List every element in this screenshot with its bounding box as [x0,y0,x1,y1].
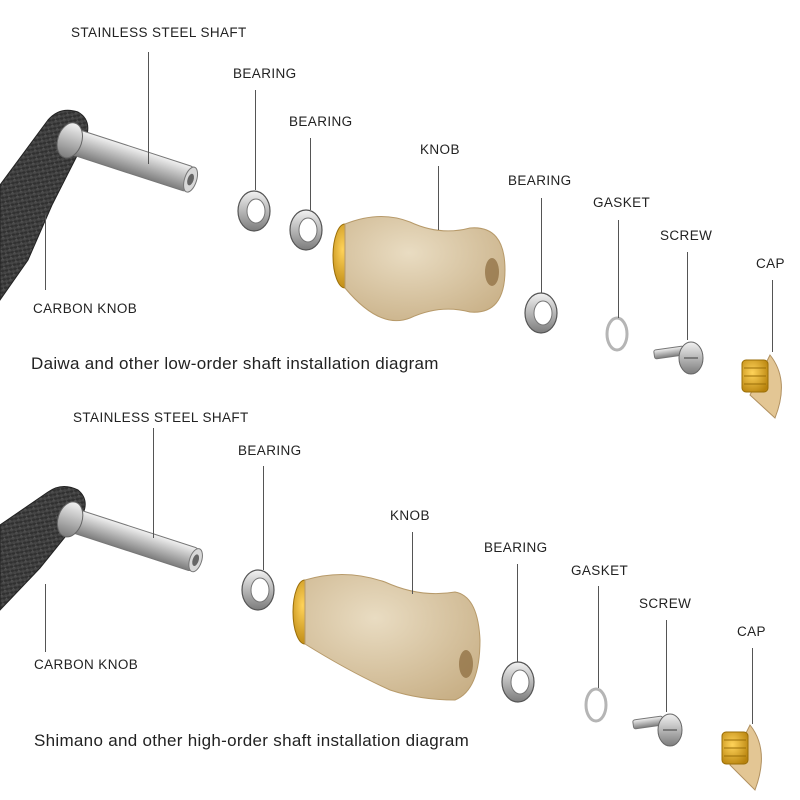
label-knob-top: KNOB [420,142,460,157]
leader-line-cap-top [772,280,773,352]
leader-line-bearing1-top [255,90,256,190]
label-cap-bottom: CAP [737,624,766,639]
bearing-1-top [237,190,271,232]
steel-shaft-top [56,122,199,193]
label-screw-bottom: SCREW [639,596,692,611]
leader-line-carbon-top [45,215,46,290]
bottom-assembly [0,486,762,791]
steel-shaft-bottom [56,501,203,573]
leader-line-shaft-bottom [153,428,154,538]
cap-bottom [721,724,762,791]
leader-line-knob-top [438,166,439,230]
leader-line-carbon-bottom [45,584,46,652]
leader-line-screw-bottom [666,620,667,712]
leader-line-shaft-top [148,52,149,164]
screw-top [653,341,704,375]
cork-knob-bottom [292,574,481,701]
leader-line-screw-top [687,252,688,340]
leader-line-bearing1-bottom [263,466,264,570]
leader-line-knob-bottom [412,532,413,594]
cork-knob-top [332,215,506,322]
label-bearing-1-top: BEARING [233,66,297,81]
label-knob-bottom: KNOB [390,508,430,523]
label-gasket-top: GASKET [593,195,651,210]
label-bearing-2-top: BEARING [289,114,353,129]
label-stainless-steel-shaft-bottom: STAINLESS STEEL SHAFT [73,410,249,425]
leader-line-bearing3-bottom [517,564,518,662]
screw-bottom [632,713,683,747]
gasket-bottom [584,687,608,723]
bearing-2-top [289,209,323,251]
bearing-3-top [524,292,558,334]
leader-line-bearing3-top [541,198,542,293]
label-gasket-bottom: GASKET [571,563,629,578]
label-carbon-knob-top: CARBON KNOB [33,301,138,316]
label-bearing-3-top: BEARING [508,173,572,188]
label-stainless-steel-shaft-top: STAINLESS STEEL SHAFT [71,25,247,40]
label-bearing-3-bottom: BEARING [484,540,548,555]
leader-line-gasket-bottom [598,586,599,688]
bearing-3-bottom [501,661,535,703]
label-cap-top: CAP [756,256,785,271]
caption-top: Daiwa and other low-order shaft installa… [31,354,439,373]
label-bearing-1-bottom: BEARING [238,443,302,458]
leader-line-bearing2-top [310,138,311,210]
leader-line-gasket-top [618,220,619,318]
label-carbon-knob-bottom: CARBON KNOB [34,657,139,672]
top-assembly [0,109,782,419]
leader-line-cap-bottom [752,648,753,724]
label-screw-top: SCREW [660,228,713,243]
gasket-top [605,316,629,352]
caption-bottom: Shimano and other high-order shaft insta… [34,731,470,750]
cap-top [741,354,782,419]
bearing-1-bottom [241,569,275,611]
